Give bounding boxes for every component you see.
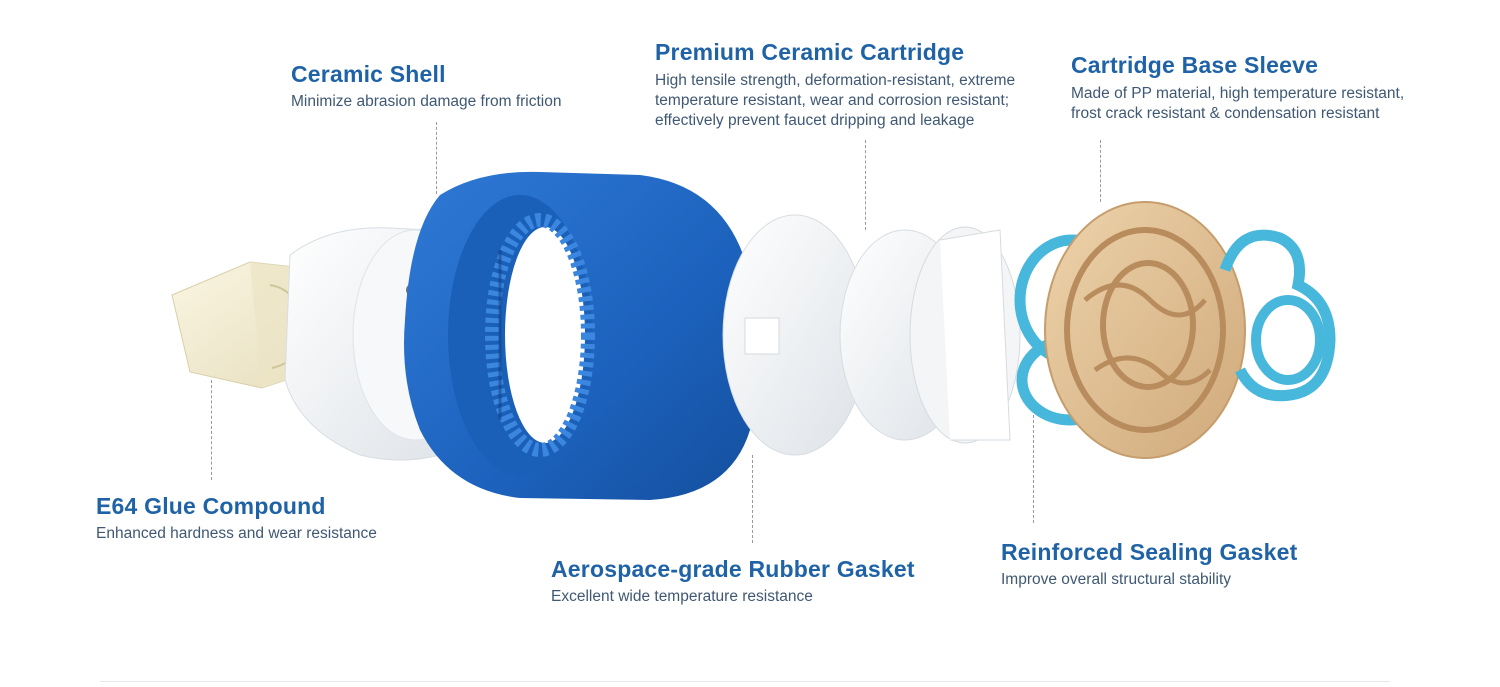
callout-base-sleeve: Cartridge Base Sleeve Made of PP materia…	[1071, 51, 1404, 124]
callout-desc-line: Enhanced hardness and wear resistance	[96, 525, 377, 542]
leader-base-sleeve	[1100, 140, 1101, 202]
callout-desc-line: frost crack resistant & condensation res…	[1071, 105, 1380, 122]
leader-sealing-gasket	[1033, 415, 1034, 523]
callout-desc-line: High tensile strength, deformation-resis…	[655, 72, 1016, 89]
callout-title: Cartridge Base Sleeve	[1071, 52, 1319, 78]
callout-desc-line: Excellent wide temperature resistance	[551, 588, 813, 605]
callout-desc-line: temperature resistant, wear and corrosio…	[655, 92, 1010, 109]
callout-sealing-gasket: Reinforced Sealing Gasket Improve overal…	[1001, 538, 1297, 590]
callout-rubber-gasket: Aerospace-grade Rubber Gasket Excellent …	[551, 555, 915, 607]
leader-glue-compound	[211, 380, 212, 480]
callout-desc-line: Made of PP material, high temperature re…	[1071, 85, 1405, 102]
callout-desc-line: effectively prevent faucet dripping and …	[655, 112, 975, 129]
callout-title: Premium Ceramic Cartridge	[655, 39, 965, 65]
callout-title: Ceramic Shell	[291, 61, 446, 87]
callout-ceramic-shell: Ceramic Shell Minimize abrasion damage f…	[291, 60, 562, 112]
callout-desc-line: Improve overall structural stability	[1001, 571, 1231, 588]
callout-glue-compound: E64 Glue Compound Enhanced hardness and …	[96, 492, 377, 544]
leader-premium-cartridge	[865, 140, 866, 230]
bottom-divider	[100, 681, 1390, 682]
callout-desc-line: Minimize abrasion damage from friction	[291, 93, 562, 110]
blue-housing-icon	[404, 171, 750, 500]
callout-title: Reinforced Sealing Gasket	[1001, 539, 1298, 565]
base-sleeve-icon	[1044, 201, 1246, 459]
cyan-seal-back-icon	[1219, 229, 1336, 402]
ceramic-disc-icon	[722, 214, 1021, 456]
callout-premium-cartridge: Premium Ceramic Cartridge High tensile s…	[655, 38, 1015, 131]
callout-title: Aerospace-grade Rubber Gasket	[551, 556, 915, 582]
callout-title: E64 Glue Compound	[96, 493, 326, 519]
leader-ceramic-shell	[436, 122, 437, 194]
leader-rubber-gasket	[752, 455, 753, 543]
